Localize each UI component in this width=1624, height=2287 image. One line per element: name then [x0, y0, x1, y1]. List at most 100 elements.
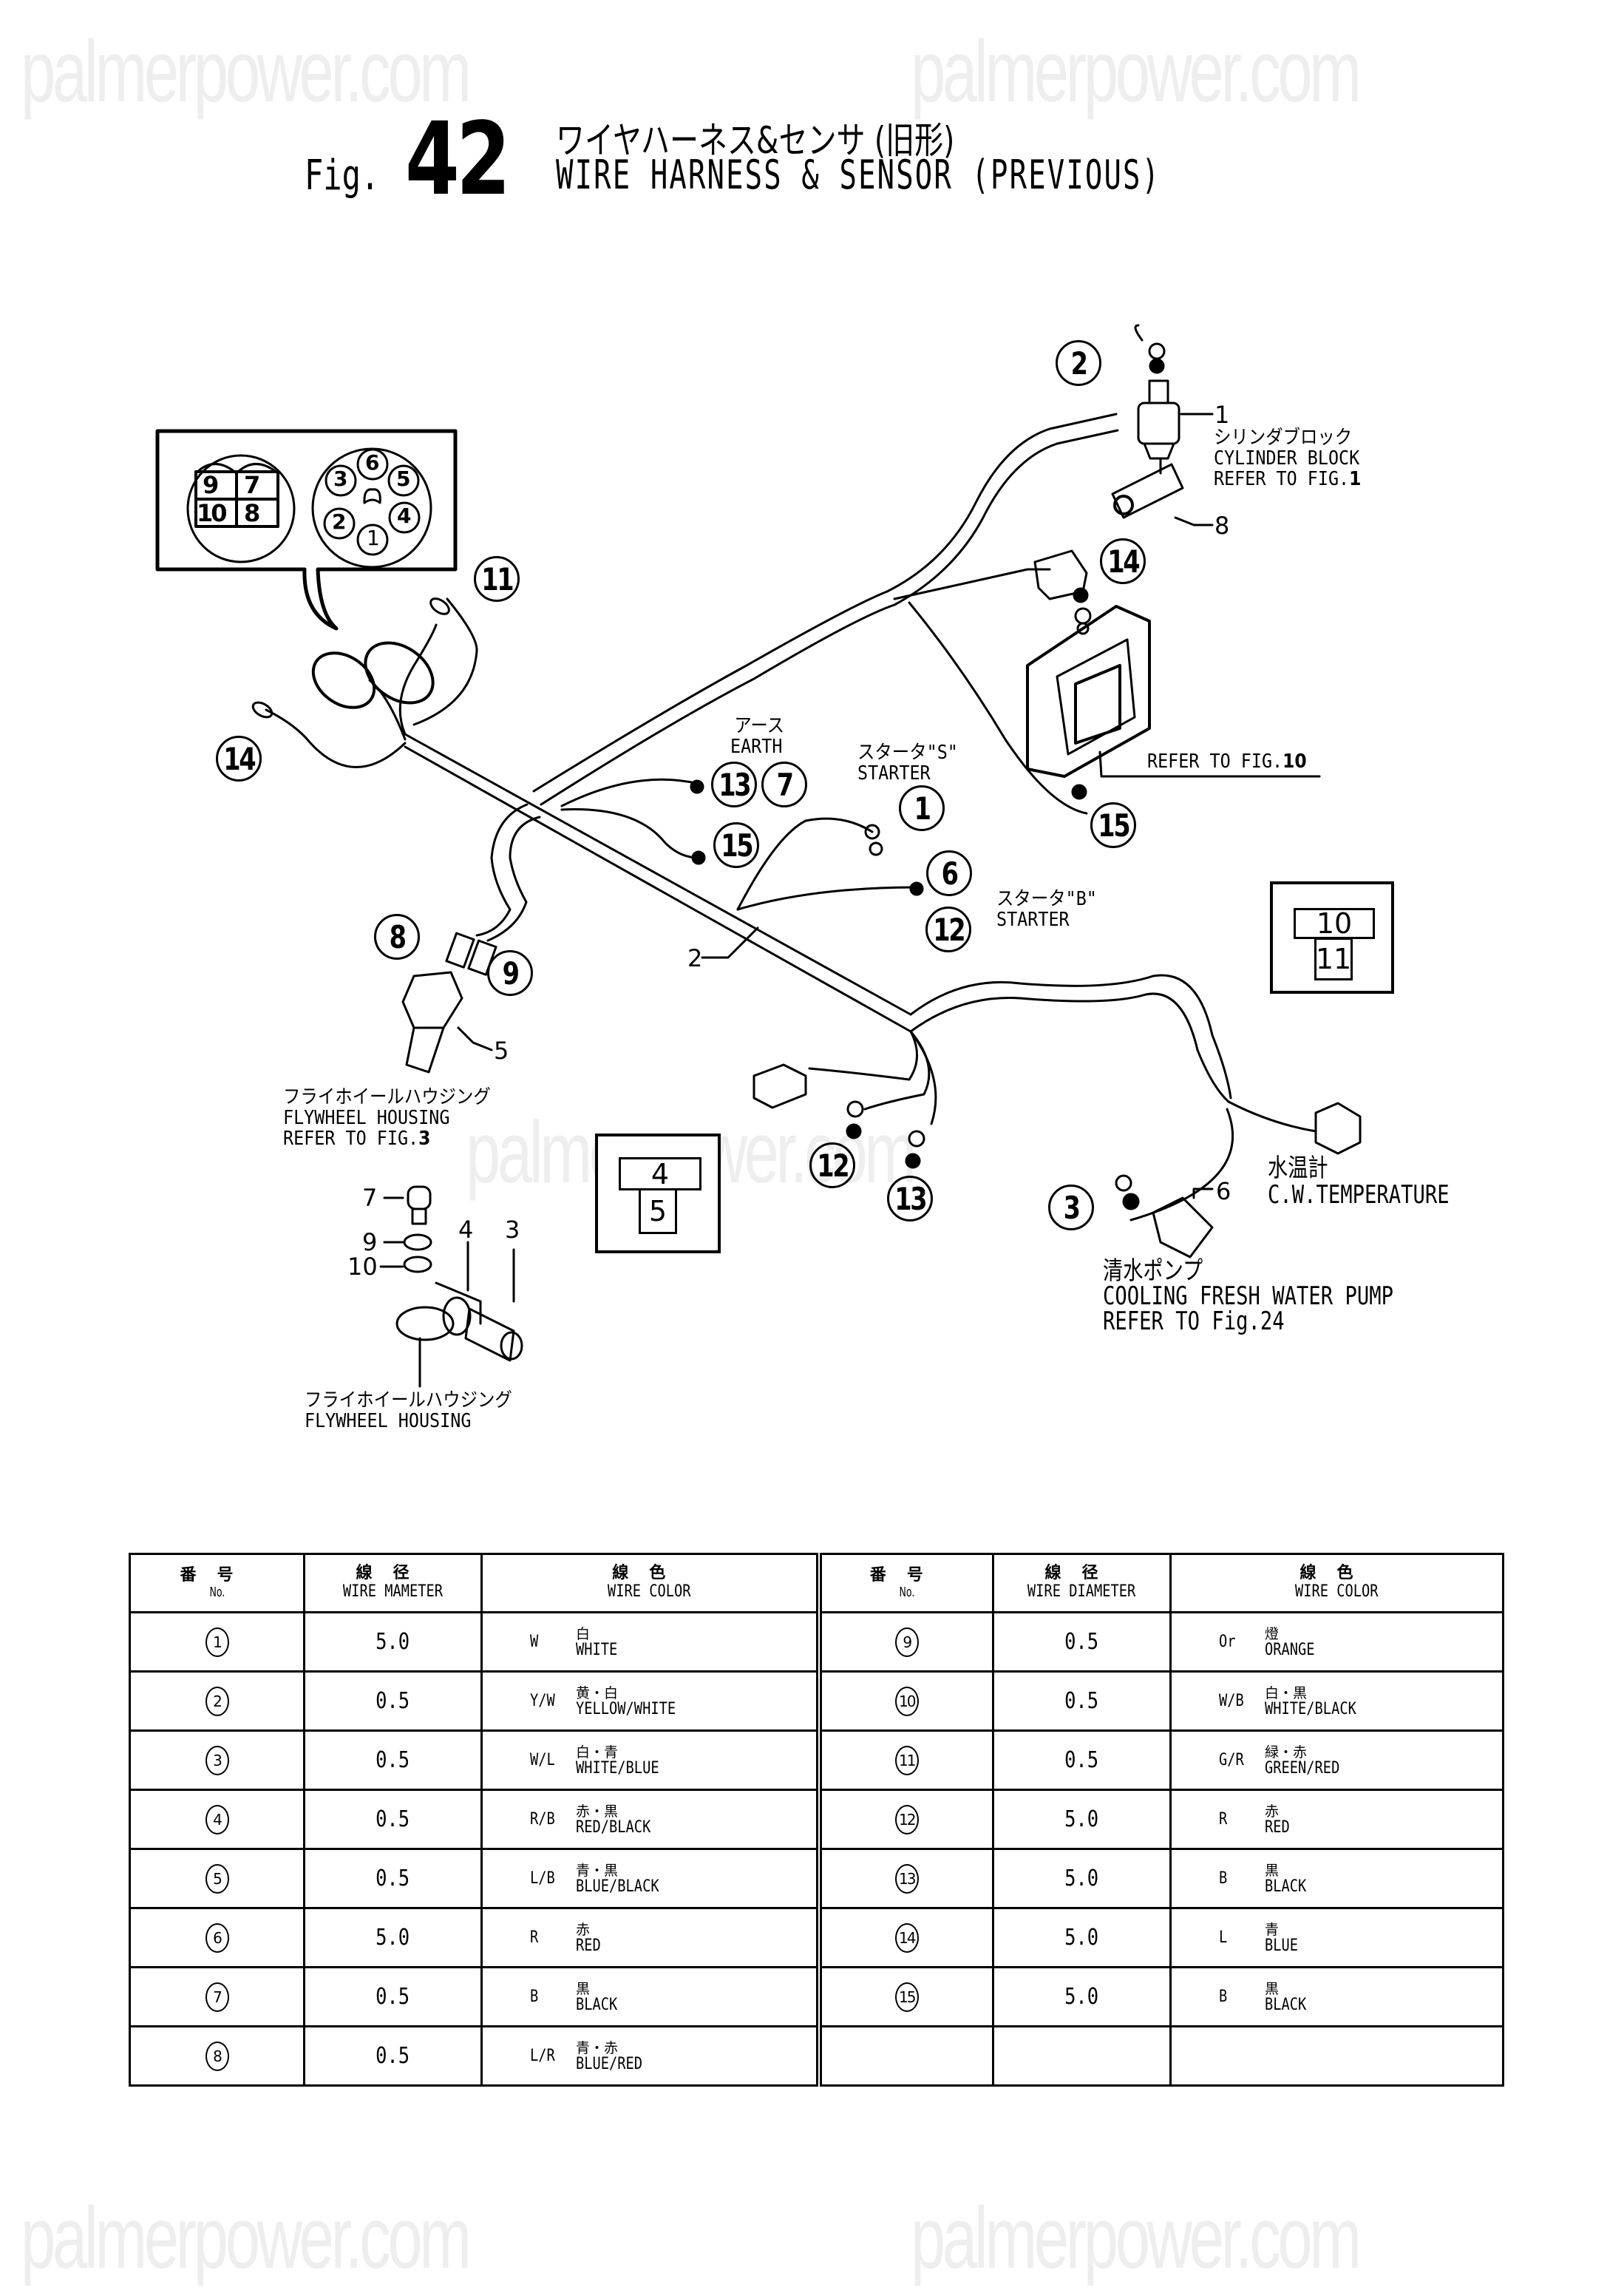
callout-7-earth[interactable]: 7 [761, 762, 807, 807]
wire-number-badge: 12 [894, 1804, 919, 1834]
color-name-en: WHITE/BLACK [1265, 1699, 1356, 1718]
color-name-jp: 緑・赤 [1265, 1744, 1308, 1761]
pin-2: 2 [332, 509, 347, 534]
color-name-en: GREEN/RED [1265, 1758, 1340, 1778]
fig10-unit [1026, 605, 1321, 800]
key-box-10-11: 10 11 [1270, 881, 1394, 994]
flywheel-housing-label: フライホイールハウジング FLYWHEEL HOUSING REFER TO F… [283, 1086, 491, 1150]
temp-sensor-parts [1115, 1102, 1362, 1258]
wire-number-badge: 9 [894, 1627, 919, 1657]
refer-fig10-label: REFER TO FIG.10 [1147, 751, 1307, 773]
cell-wire-diameter: 5.0 [303, 1907, 483, 1968]
callout-15-fig10[interactable]: 15 [1090, 802, 1136, 848]
wire-number-badge: 6 [205, 1922, 229, 1953]
cw-temperature-label: 水温計 C.W.TEMPERATURE [1268, 1153, 1450, 1210]
part-number-1: 1 [1214, 401, 1230, 429]
title-english: WIRE HARNESS & SENSOR (PREVIOUS) [556, 152, 1161, 198]
cell-wire-diameter: 5.0 [992, 1848, 1172, 1909]
color-name-jp: 黒 [1265, 1980, 1280, 1997]
color-abbreviation: B [1219, 1988, 1228, 2006]
color-abbreviation: G/R [1219, 1751, 1244, 1769]
watermark: palmerpower.com [911, 2189, 1362, 2287]
wire-number-badge: 11 [894, 1745, 919, 1775]
color-name-jp: 黒 [1265, 1862, 1280, 1879]
callout-12-starter[interactable]: 12 [925, 907, 971, 952]
part-number-6: 6 [1216, 1177, 1231, 1205]
wire-number-badge: 5 [205, 1863, 229, 1894]
part-number-4: 4 [458, 1216, 474, 1244]
callout-14-plug[interactable]: 14 [216, 736, 262, 782]
color-name-jp: 黄・白 [576, 1684, 619, 1701]
color-name-en: BLACK [576, 1995, 618, 2014]
earth-terminals [690, 779, 924, 896]
callout-9[interactable]: 9 [487, 950, 533, 996]
cell-wire-diameter [992, 2025, 1172, 2087]
pin-10: 10 [197, 499, 227, 527]
color-abbreviation: Or [1219, 1633, 1236, 1651]
pin-7: 7 [244, 471, 261, 499]
callout-13-sensor[interactable]: 13 [887, 1176, 933, 1222]
cell-wire-number: 7 [129, 1966, 305, 2027]
bracket-parts [379, 1185, 523, 1388]
cell-wire-diameter: 0.5 [303, 1729, 483, 1791]
cell-wire-number: 3 [129, 1729, 305, 1791]
callout-13-earth[interactable]: 13 [711, 762, 757, 807]
pin-8: 8 [244, 499, 261, 527]
color-abbreviation: W [530, 1633, 539, 1651]
color-abbreviation: W/B [1219, 1692, 1244, 1710]
color-name-jp: 赤 [1265, 1803, 1280, 1820]
pin-9: 9 [203, 471, 220, 499]
cell-wire-diameter: 5.0 [992, 1966, 1172, 2027]
callout-12-sensor[interactable]: 12 [809, 1142, 855, 1188]
callout-3[interactable]: 3 [1048, 1185, 1094, 1230]
key-box-top: 4 [619, 1157, 701, 1190]
cell-wire-number: 13 [815, 1848, 994, 1909]
callout-15-earth[interactable]: 15 [713, 822, 759, 868]
callout-2[interactable]: 2 [1056, 340, 1101, 386]
color-abbreviation: B [1219, 1869, 1228, 1888]
cell-wire-number: 12 [815, 1789, 994, 1850]
color-name-jp: 青 [1265, 1921, 1280, 1938]
callout-14-relay[interactable]: 14 [1100, 538, 1146, 584]
color-name-jp: 青・赤 [576, 2039, 619, 2056]
title-japanese: ワイヤハーネス&センサ (旧形) [556, 119, 955, 162]
pin-4: 4 [397, 504, 412, 528]
wire-number-badge: 3 [205, 1745, 229, 1775]
color-name-jp: 白・黒 [1265, 1684, 1308, 1701]
callout-1-starter[interactable]: 1 [899, 785, 945, 831]
watermark: palmerpower.com [911, 23, 1362, 121]
color-name-en: RED [576, 1936, 601, 1955]
key-box-top: 10 [1294, 907, 1375, 940]
cell-wire-number: 9 [815, 1611, 994, 1673]
callout-6-starter[interactable]: 6 [926, 850, 972, 896]
color-name-en: BLUE/RED [576, 2054, 643, 2073]
color-name-jp: 白 [576, 1625, 591, 1642]
flywheel-housing-label-2: フライホイールハウジング FLYWHEEL HOUSING [305, 1389, 512, 1432]
color-name-en: YELLOW/WHITE [576, 1699, 676, 1718]
watermark: palmerpower.com [21, 2189, 472, 2287]
callout-11[interactable]: 11 [474, 556, 520, 602]
part-number-3: 3 [505, 1216, 520, 1244]
color-name-en: WHITE/BLUE [576, 1758, 659, 1778]
color-name-jp: 青・黒 [576, 1862, 619, 1879]
cylinder-block-label: シリンダブロック CYLINDER BLOCK REFER TO FIG.1 [1214, 427, 1362, 490]
pin-3: 3 [333, 467, 348, 491]
callout-8[interactable]: 8 [374, 914, 420, 960]
